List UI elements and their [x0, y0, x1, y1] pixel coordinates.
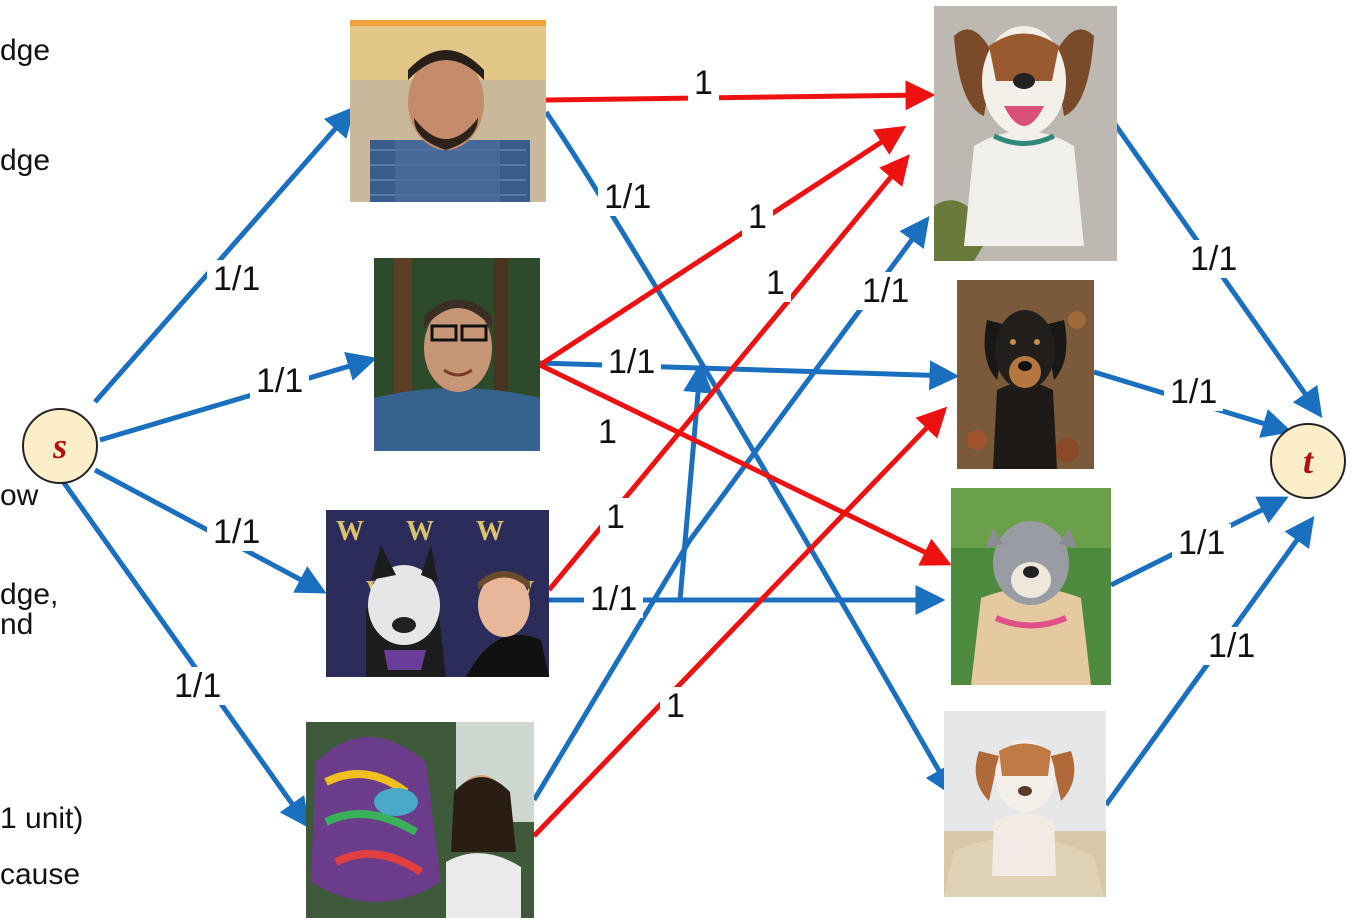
flow-edge-s-p2 — [99, 352, 378, 443]
edge-label-s-p3: 1/1 — [207, 513, 267, 551]
edge-label-p4-d1: 1/1 — [856, 272, 916, 310]
edge-label-r-p3-d2: 1 — [600, 498, 631, 536]
edge-label-d4-t: 1/1 — [1202, 627, 1262, 665]
edge-label-p2-d2: 1/1 — [602, 343, 662, 381]
side-text-5: 1 unit) — [0, 802, 84, 835]
person-with-statue-photo — [306, 722, 534, 918]
side-text-2: dge — [0, 144, 51, 177]
edge-label-p1-d3: 1/1 — [598, 178, 658, 216]
svg-text:W: W — [406, 516, 434, 547]
edge-label-s-p4: 1/1 — [168, 667, 228, 705]
source-node: s — [22, 408, 98, 484]
dog-photo-1 — [934, 6, 1117, 261]
edge-label-d3-t: 1/1 — [1172, 524, 1232, 562]
dog-photo-3 — [951, 488, 1111, 685]
residual-edge-r-p1-d1 — [545, 80, 936, 111]
svg-text:W: W — [336, 516, 364, 547]
edge-label-r-p3-d1: 1 — [760, 264, 791, 302]
side-text-1: dge — [0, 34, 51, 67]
edge-label-s-p1: 1/1 — [207, 260, 267, 298]
sink-node: t — [1270, 423, 1346, 499]
edge-label-p3-d3: 1/1 — [584, 580, 644, 618]
edge-label-d2-t: 1/1 — [1164, 373, 1224, 411]
side-text-4: dge, nd — [0, 578, 59, 641]
person-photo-1 — [350, 20, 546, 202]
dog-photo-2 — [957, 280, 1094, 469]
flow-edge-p1-d4 — [543, 110, 954, 797]
residual-edge-r-p4-d2 — [532, 406, 948, 838]
edge-label-r-p2-d3: 1 — [592, 413, 623, 451]
edge-label-r-p1-d1: 1 — [688, 64, 719, 102]
svg-text:W: W — [476, 516, 504, 547]
dog-photo-4 — [944, 711, 1106, 897]
person-with-husky-photo: WWW WW — [326, 510, 549, 677]
edge-label-d1-t: 1/1 — [1184, 240, 1244, 278]
flow-edge-p3-d2-cross — [677, 362, 713, 601]
edge-label-s-p2: 1/1 — [250, 362, 310, 400]
side-text-3: ow — [0, 479, 39, 512]
edge-label-r-p2-d1: 1 — [742, 198, 773, 236]
flow-edge-s-p1 — [93, 106, 355, 404]
residual-edge-r-p2-d3 — [538, 362, 952, 566]
side-text-6: cause — [0, 858, 81, 891]
flow-edge-s-p4 — [59, 478, 310, 829]
residual-edge-r-p2-d1 — [538, 125, 907, 368]
flow-edge-p4-d1 — [531, 215, 930, 802]
edge-label-r-p4-d2: 1 — [660, 687, 691, 725]
person-photo-2 — [374, 258, 540, 451]
